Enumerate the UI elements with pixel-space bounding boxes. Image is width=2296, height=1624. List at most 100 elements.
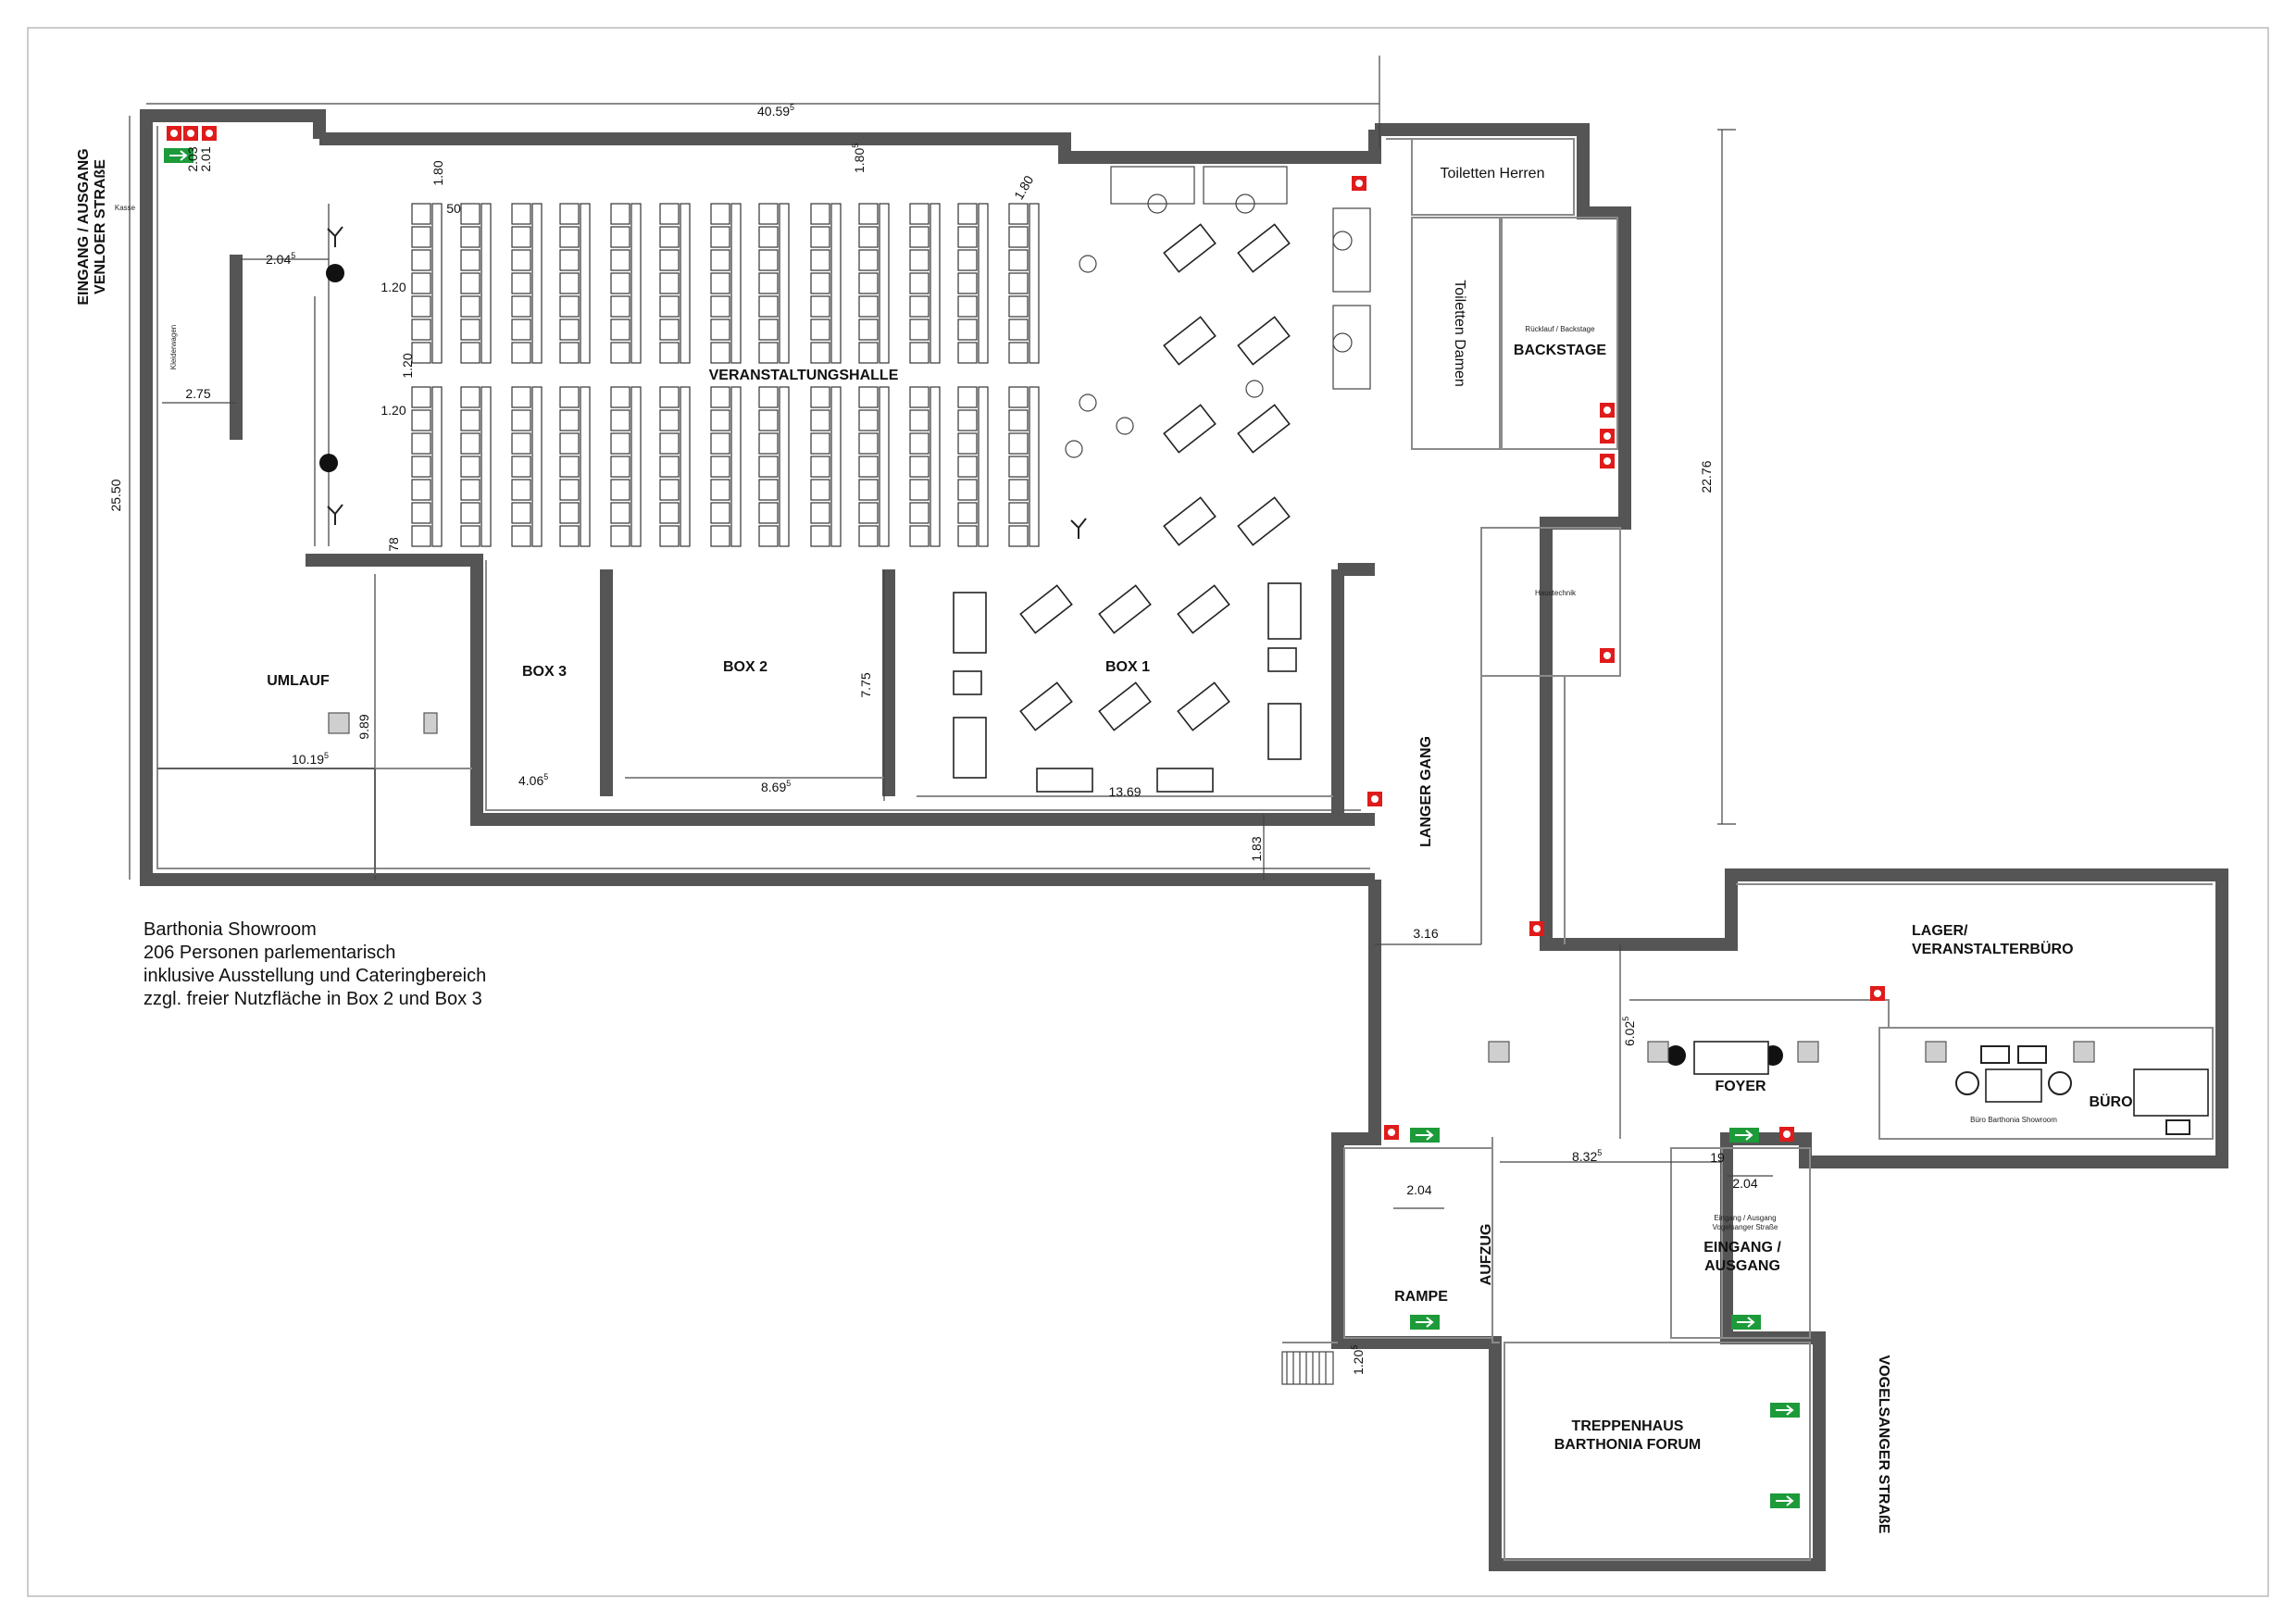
dim-1-20c: 1.20 — [381, 403, 406, 418]
dim-6-02: 6.02 — [1622, 1021, 1637, 1046]
label-street-west-2: VENLOER STRAßE — [93, 159, 108, 294]
chair — [957, 342, 978, 364]
chair — [460, 409, 480, 431]
chair — [659, 249, 680, 271]
label-lager-2: VERANSTALTERBÜRO — [1912, 940, 2074, 957]
label-langer-gang: LANGER GANG — [1418, 736, 1434, 847]
table-strip — [680, 203, 691, 364]
dim-2-04-eingang: 2.04 — [1732, 1176, 1757, 1191]
chair — [610, 272, 630, 294]
chair — [909, 432, 930, 455]
chair — [957, 479, 978, 501]
dim-right-height: 22.76 — [1699, 460, 1714, 493]
chair — [710, 342, 730, 364]
chair — [710, 432, 730, 455]
chair — [460, 432, 480, 455]
svg-text:6.025: 6.025 — [1621, 1017, 1637, 1046]
chair — [1008, 295, 1029, 318]
note-line-4: zzgl. freier Nutzfläche in Box 2 und Box… — [144, 989, 482, 1009]
dim-2-75: 2.75 — [185, 386, 210, 401]
table-strip — [531, 203, 543, 364]
chair — [1008, 409, 1029, 431]
plan-notes: Barthonia Showroom 206 Personen parlemen… — [144, 919, 486, 1009]
dim-19: 19 — [1710, 1150, 1725, 1165]
chair — [858, 249, 879, 271]
chair — [710, 386, 730, 408]
fire-extinguisher-icon — [1874, 990, 1881, 997]
chair — [858, 525, 879, 547]
label-eingang-2: AUSGANG — [1704, 1258, 1780, 1274]
emergency-exit-icon — [1776, 1405, 1794, 1416]
dim-78: 78 — [386, 537, 401, 552]
dim-1-20b: 1.20 — [400, 353, 415, 378]
table-strip — [1029, 386, 1040, 547]
chair — [710, 456, 730, 478]
label-lager-1: LAGER/ — [1912, 923, 1968, 939]
dim-8-32: 8.32 — [1572, 1149, 1597, 1164]
table-strip — [531, 386, 543, 547]
fire-extinguisher-icon — [1603, 406, 1611, 414]
fire-extinguisher-icon — [1783, 1131, 1791, 1138]
label-backstage-sub: Rücklauf / Backstage — [1525, 325, 1595, 333]
chair — [710, 295, 730, 318]
emergency-exit-icon — [164, 148, 1800, 1508]
chair — [810, 386, 830, 408]
table-strip — [580, 386, 591, 547]
chair — [411, 525, 431, 547]
chair — [659, 432, 680, 455]
chair — [758, 456, 779, 478]
table-strip — [580, 203, 591, 364]
dim-9-89: 9.89 — [356, 714, 371, 739]
chair — [858, 295, 879, 318]
table-strip — [480, 386, 492, 547]
dim-4-06: 4.06 — [518, 773, 543, 788]
dim-1-83: 1.83 — [1249, 836, 1264, 861]
emergency-exit-icon — [1735, 1130, 1753, 1141]
chair — [511, 525, 531, 547]
dim-8-32-sup: 5 — [1597, 1148, 1602, 1157]
chair — [610, 432, 630, 455]
chair — [659, 386, 680, 408]
chair — [460, 203, 480, 225]
chair — [810, 272, 830, 294]
chair — [460, 226, 480, 248]
chair — [610, 409, 630, 431]
table-strip — [630, 386, 642, 547]
catering-tables — [953, 166, 1371, 793]
table-strip — [680, 386, 691, 547]
dim-1-20-rampe-sup: 5 — [1350, 1345, 1359, 1350]
dimension-texts: 40.595 25.50 22.76 2.03 2.01 1.80 1.805 … — [108, 103, 1758, 1375]
chair — [559, 409, 580, 431]
chair — [411, 456, 431, 478]
chair — [758, 342, 779, 364]
emergency-exit-icon — [1416, 1130, 1434, 1141]
office-furniture — [1693, 1041, 2209, 1135]
label-foyer: FOYER — [1715, 1079, 1766, 1094]
chair — [858, 203, 879, 225]
chair — [858, 272, 879, 294]
svg-text:10.195: 10.195 — [292, 751, 329, 767]
chair — [1008, 432, 1029, 455]
chair — [559, 203, 580, 225]
chair — [1008, 249, 1029, 271]
table-strip — [930, 203, 941, 364]
chair — [858, 386, 879, 408]
chair — [659, 525, 680, 547]
chair — [610, 249, 630, 271]
table-strip — [978, 386, 989, 547]
label-kasse: Kasse — [115, 204, 136, 212]
chair — [659, 409, 680, 431]
chair — [511, 432, 531, 455]
chair — [758, 295, 779, 318]
fire-extinguisher-icon — [1355, 180, 1363, 187]
dim-1-80c: 1.80 — [1011, 173, 1037, 203]
dim-2-04-rampe: 2.04 — [1406, 1182, 1431, 1197]
chair — [659, 319, 680, 341]
chair — [758, 432, 779, 455]
chair — [909, 272, 930, 294]
chair — [460, 319, 480, 341]
chair — [659, 456, 680, 478]
table-strip — [730, 203, 742, 364]
chair — [511, 386, 531, 408]
chair — [1008, 456, 1029, 478]
